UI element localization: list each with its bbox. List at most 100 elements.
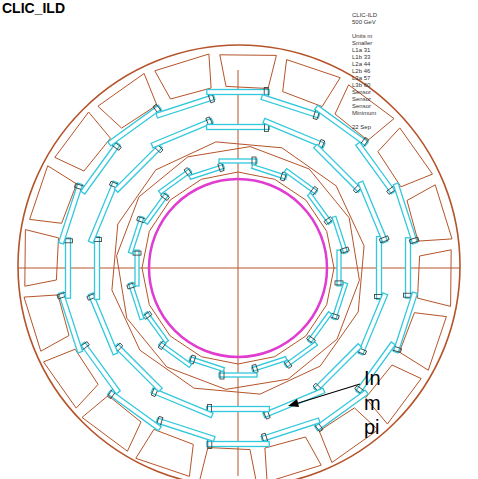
callout-text: m (364, 393, 381, 413)
info-line: Sensor (352, 89, 371, 95)
middle-layer (86, 292, 119, 356)
diagram-title: CLIC_ILD (2, 1, 65, 15)
layer-support (112, 142, 364, 394)
sensor-ladder (219, 373, 257, 377)
outer-layer (354, 341, 397, 395)
outer-layer (64, 238, 73, 298)
sensor-ladder (263, 118, 325, 148)
sensor-ladder (151, 118, 213, 148)
support-block (283, 60, 341, 107)
axis-line (238, 70, 239, 476)
support-block (220, 55, 277, 89)
arrow-head (288, 399, 299, 407)
ladder-clip (335, 281, 343, 285)
sensor-ladder (66, 238, 71, 298)
sensor-ladder (314, 344, 362, 392)
support-block (265, 437, 321, 479)
sensor-ladder (189, 357, 224, 372)
sensor-ladder (263, 388, 325, 418)
info-line: CLIC-ILD (352, 12, 377, 18)
support-block (25, 230, 59, 287)
outer-layer (107, 104, 163, 148)
info-line: Units m (352, 33, 372, 39)
sensor-ladder (81, 342, 120, 394)
outer-layer (207, 88, 269, 97)
sensor-ladder (284, 169, 317, 195)
info-line: Sensor (352, 103, 371, 109)
sensor-ladder (207, 407, 270, 412)
middle-layer (312, 143, 363, 194)
inner-layer (219, 371, 257, 379)
outer-layer (107, 388, 163, 432)
inner-layer (189, 355, 226, 374)
inner-layer (251, 355, 288, 374)
middle-layer (375, 237, 384, 300)
sensor-ladder (207, 90, 269, 95)
inner-layer (189, 163, 226, 182)
callout-text: pi (364, 417, 380, 437)
support-block (98, 74, 157, 129)
leader-line (292, 384, 360, 405)
info-line: L1b 33 (352, 54, 370, 60)
inner-layer (143, 311, 171, 345)
info-line: 22 Sep (352, 124, 371, 130)
sensor-ladder (156, 95, 215, 118)
sensor-ladder (95, 237, 100, 300)
inner-layer (330, 282, 349, 321)
sensor-ladder (88, 181, 118, 243)
support-block (200, 448, 257, 479)
sensor-ladder (252, 164, 287, 179)
sensor-ladder (356, 142, 395, 194)
sensor-ladder (393, 292, 417, 353)
ladder-clip (409, 237, 419, 244)
sensor-ladder (59, 183, 83, 244)
info-line: 500 GeV (352, 19, 376, 25)
info-line: Sensor (352, 96, 371, 102)
inner-layer (127, 282, 146, 321)
info-line: L2a 44 (352, 61, 370, 67)
sensor-ladder (315, 390, 368, 431)
sensor-ladder (284, 342, 317, 368)
sensor-ladder (377, 237, 382, 300)
outer-layer (260, 416, 320, 443)
middle-layer (93, 237, 102, 300)
outer-layer (314, 388, 370, 432)
sensor-ladder (406, 238, 411, 298)
sensor-ladder (59, 292, 83, 353)
sensor-ladder (252, 357, 287, 372)
inner-layer (133, 250, 141, 286)
support-block (418, 250, 452, 307)
middle-layer (113, 342, 164, 393)
inner-layer (251, 163, 288, 182)
sensor-ladder (358, 293, 388, 355)
sensor-ladder (207, 125, 270, 130)
sensor-ladder (159, 342, 192, 368)
sensor-ladder (151, 388, 213, 418)
middle-layer (207, 123, 270, 132)
beam-pipe-support (142, 172, 334, 364)
inner-layer (306, 311, 334, 345)
middle-layer (262, 386, 326, 419)
info-line: L1a 31 (352, 47, 370, 53)
sensor-ladder (261, 418, 320, 441)
sensor-ladder (314, 144, 362, 192)
beam-pipe (149, 179, 327, 357)
callout-text: In (364, 368, 381, 388)
inner-layer (283, 167, 318, 196)
middle-layer (356, 180, 389, 244)
info-line: L3b 60 (352, 82, 370, 88)
support-block (155, 54, 211, 99)
sensor-ladder (108, 105, 161, 146)
outer-layer (79, 141, 122, 195)
sensor-ladder (219, 159, 257, 163)
inner-layer (306, 192, 334, 226)
outer-cylinder (18, 45, 460, 479)
middle-layer (207, 405, 270, 414)
sensor-ladder (81, 142, 120, 194)
inner-layer (157, 167, 192, 196)
middle-layer (113, 143, 164, 194)
sensor-ladder (88, 293, 118, 355)
outer-layer (207, 440, 269, 449)
inner-layer (157, 340, 192, 369)
